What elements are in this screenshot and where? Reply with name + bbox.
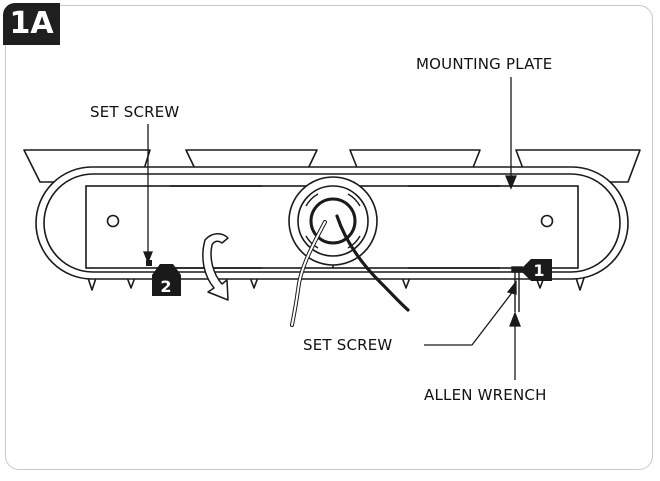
figure-frame	[5, 5, 653, 470]
mount-hole-left	[106, 214, 120, 228]
label-set-screw-bottom: SET SCREW	[303, 336, 393, 354]
step-badge-2: 2	[152, 264, 181, 296]
figure-badge: 1A	[3, 3, 60, 45]
label-allen-wrench: ALLEN WRENCH	[424, 386, 547, 404]
step-2-number: 2	[160, 277, 171, 296]
cable-black	[335, 214, 410, 312]
mount-hole-right	[540, 214, 554, 228]
step-badge-1: 1	[520, 259, 552, 281]
label-mounting-plate: MOUNTING PLATE	[416, 55, 553, 73]
leader-set-screw-bottom	[424, 289, 515, 346]
step-1-number: 1	[533, 261, 544, 280]
label-set-screw-left: SET SCREW	[90, 103, 180, 121]
set-screw-left-marker	[146, 260, 152, 266]
rotation-arrow-icon	[202, 233, 229, 301]
